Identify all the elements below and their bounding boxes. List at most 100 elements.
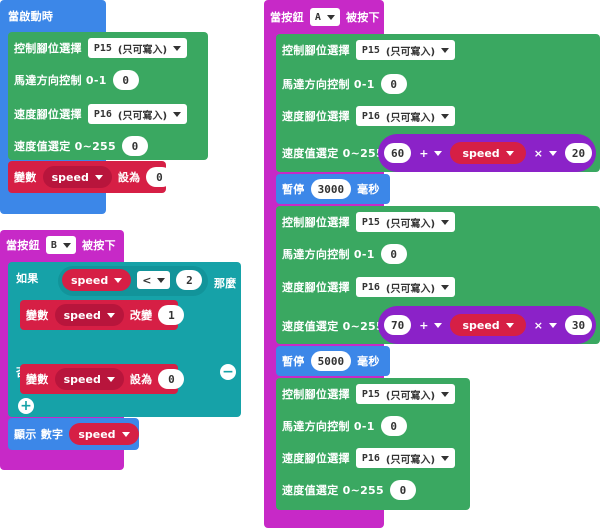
chevron-down-icon (505, 150, 514, 156)
direction-input[interactable]: 0 (380, 74, 407, 94)
chevron-down-icon (441, 47, 450, 53)
pause-value-input[interactable]: 3000 (310, 179, 352, 199)
variable-dropdown[interactable]: speed (69, 423, 139, 445)
chevron-down-icon (548, 322, 557, 328)
pin-mode: (只可寫入) (117, 110, 168, 122)
button-b-suffix: 被按下 (81, 239, 116, 252)
set-variable-block[interactable]: 變數 speed 設為 0 (8, 161, 173, 193)
speed-value-input[interactable]: 0 (121, 136, 148, 156)
pin-code: P15 (361, 44, 380, 56)
pin-code: P16 (93, 108, 112, 120)
chevron-down-icon (173, 45, 182, 51)
expr-left-input[interactable]: 60 (384, 143, 412, 163)
operator-dropdown[interactable]: + (419, 146, 443, 160)
speed-pin-label: 速度腳位選擇 (282, 110, 350, 123)
chevron-down-icon (434, 322, 443, 328)
operator-dropdown[interactable]: < (137, 271, 171, 289)
pin-mode: (只可寫入) (385, 112, 436, 124)
var-name: speed (78, 427, 116, 441)
operator: + (419, 146, 429, 160)
show-number-block[interactable]: 顯示 數字 speed (8, 418, 139, 450)
if-label: 如果 (16, 272, 39, 285)
remove-else-icon[interactable]: − (220, 364, 236, 380)
speed-pin-label: 速度腳位選擇 (282, 281, 350, 294)
variable-dropdown[interactable]: speed (450, 142, 526, 164)
pause-value-input[interactable]: 5000 (310, 351, 352, 371)
speed-value-label: 速度值選定 0~255 (282, 320, 384, 333)
then-label: 那麼 (214, 277, 237, 290)
button-b-prefix: 當按鈕 (6, 239, 40, 252)
pin-dropdown[interactable]: P15 (只可寫入) (355, 384, 456, 404)
pause-block-2[interactable]: 暫停 5000 毫秒 (276, 346, 390, 376)
var-name: speed (462, 146, 500, 160)
pin-select-label: 控制腳位選擇 (14, 42, 82, 55)
operator-dropdown[interactable]: × (534, 319, 557, 332)
chevron-down-icon (173, 111, 182, 117)
variable-dropdown[interactable]: speed (54, 368, 124, 390)
direction-label: 馬達方向控制 0-1 (282, 248, 375, 261)
direction-input[interactable]: 0 (380, 244, 407, 264)
pause-unit: 毫秒 (357, 183, 380, 196)
direction-input[interactable]: 0 (380, 416, 407, 436)
motor-control-block-1[interactable]: 控制腳位選擇 P15(只可寫入) 馬達方向控制 0-1 0 速度腳位選擇 P16… (276, 34, 600, 172)
button-a-prefix: 當按鈕 (270, 11, 304, 24)
pause-unit: 毫秒 (357, 355, 380, 368)
condition-value-input[interactable]: 2 (176, 270, 203, 290)
speed-pin-dropdown[interactable]: P16 (只可寫入) (87, 104, 188, 124)
speed-pin-dropdown[interactable]: P16(只可寫入) (355, 106, 456, 126)
speed-pin-dropdown[interactable]: P16(只可寫入) (355, 448, 456, 468)
pin-mode: (只可寫入) (385, 283, 436, 295)
set-value-input[interactable]: 0 (158, 369, 185, 389)
speed-pin-dropdown[interactable]: P16(只可寫入) (355, 277, 456, 297)
change-verb: 改變 (129, 309, 153, 322)
pin-dropdown[interactable]: P15 (只可寫入) (87, 38, 188, 58)
chevron-down-icon (157, 277, 166, 283)
math-expression-2[interactable]: 70 + speed × 30 (378, 306, 596, 344)
speed-value-label: 速度值選定 0~255 (282, 147, 384, 160)
speed-pin-label: 速度腳位選擇 (14, 108, 82, 121)
condition-compare-block[interactable]: speed < 2 (58, 266, 208, 296)
motor-control-block-3[interactable]: 控制腳位選擇 P15(只可寫入) 馬達方向控制 0-1 0 速度腳位選擇 P16… (276, 378, 470, 510)
pin-code: P16 (361, 452, 380, 464)
expr-right-input[interactable]: 20 (564, 143, 593, 163)
chevron-down-icon (326, 14, 335, 20)
variable-dropdown[interactable]: speed (54, 304, 124, 326)
operator: < (142, 273, 152, 287)
pin-mode: (只可寫入) (385, 390, 436, 402)
pin-select-label: 控制腳位選擇 (282, 388, 350, 401)
var-name: speed (462, 318, 500, 332)
expr-right-input[interactable]: 30 (564, 315, 593, 335)
variable-dropdown[interactable]: speed (450, 314, 526, 336)
variable-dropdown[interactable]: speed (42, 166, 112, 188)
chevron-down-icon (94, 174, 103, 180)
set-to-label: 設為 (117, 171, 141, 184)
direction-input[interactable]: 0 (112, 70, 139, 90)
operator-dropdown[interactable]: + (419, 319, 443, 332)
pause-block-1[interactable]: 暫停 3000 毫秒 (276, 174, 390, 204)
button-key-dropdown[interactable]: A (309, 8, 340, 26)
speed-value-input[interactable]: 0 (389, 480, 416, 500)
change-value-input[interactable]: 1 (158, 305, 185, 325)
change-label: 變數 (26, 309, 49, 322)
set-variable-block[interactable]: 變數 speed 設為 0 (20, 364, 185, 394)
operator-dropdown[interactable]: × (534, 147, 557, 160)
button-key-dropdown[interactable]: B (45, 236, 76, 254)
speed-value-label: 速度值選定 0~255 (282, 484, 384, 497)
operator: × (533, 318, 543, 332)
set-value-input[interactable]: 0 (146, 167, 173, 187)
button-a-suffix: 被按下 (345, 11, 380, 24)
chevron-down-icon (441, 455, 450, 461)
add-branch-icon[interactable]: + (18, 398, 34, 414)
change-variable-block[interactable]: 變數 speed 改變 1 (20, 300, 185, 330)
start-pin-select-block[interactable]: 控制腳位選擇 P15 (只可寫入) 馬達方向控制 0-1 0 速度腳位選擇 P1… (8, 32, 208, 160)
pin-dropdown[interactable]: P15(只可寫入) (355, 212, 456, 232)
chevron-down-icon (106, 376, 115, 382)
chevron-down-icon (441, 284, 450, 290)
show-number-label: 顯示 數字 (14, 428, 64, 441)
chevron-down-icon (121, 431, 130, 437)
condition-variable[interactable]: speed (62, 269, 132, 291)
math-expression-1[interactable]: 60 + speed × 20 (378, 134, 596, 172)
pin-code: P15 (361, 388, 380, 400)
pin-dropdown[interactable]: P15(只可寫入) (355, 40, 456, 60)
expr-left-input[interactable]: 70 (384, 315, 412, 335)
